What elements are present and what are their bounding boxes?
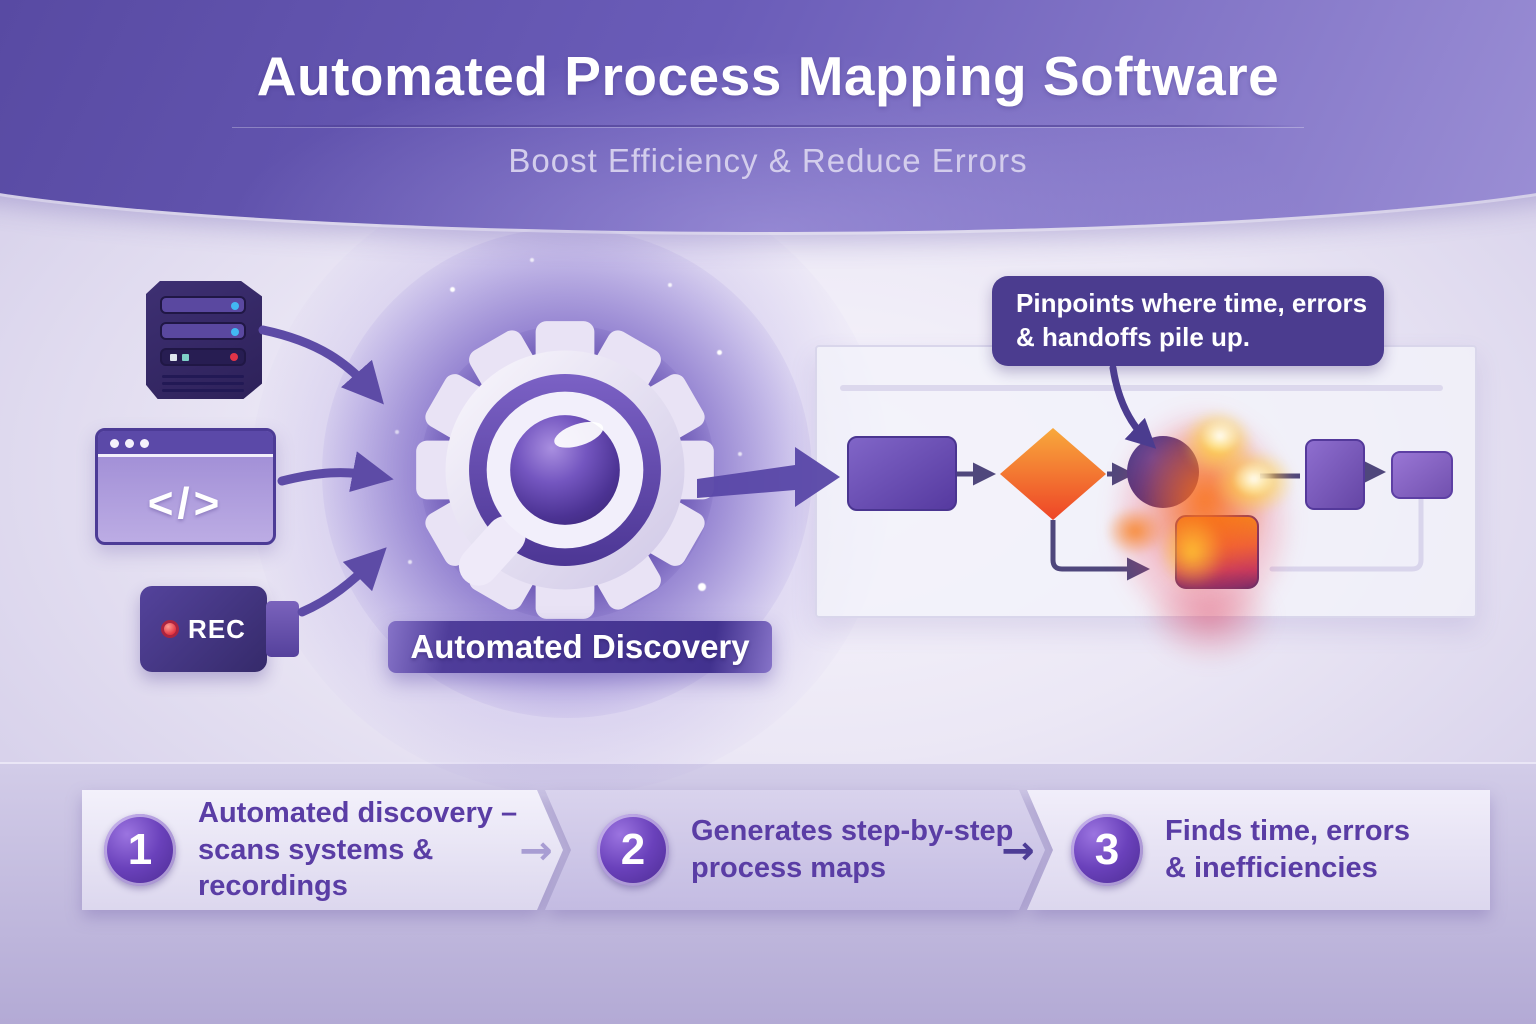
sparkle xyxy=(408,560,412,564)
decision-diamond xyxy=(1000,428,1106,520)
window-dot-1 xyxy=(110,439,119,448)
callout-line-1: Pinpoints where time, errors xyxy=(1016,288,1368,319)
code-window-icon: </> xyxy=(95,428,276,545)
sparkle xyxy=(450,287,455,292)
discovery-label: Automated Discovery xyxy=(410,628,750,665)
server-chip-teal xyxy=(182,354,189,361)
step-3-text: Finds time, errors & inefficiencies xyxy=(1165,815,1410,884)
server-led-red xyxy=(230,353,238,361)
flow-start-box xyxy=(847,436,957,511)
server-icon xyxy=(146,281,262,399)
server-slot-3 xyxy=(160,348,246,366)
gear-to-map-arrow xyxy=(697,447,840,507)
step-segment-1: 1 Automated discovery – scans systems & … xyxy=(82,790,563,910)
window-dot-3 xyxy=(140,439,149,448)
header-divider xyxy=(232,125,1304,127)
recorder-to-gear-arrow xyxy=(297,547,387,617)
sparkle xyxy=(717,350,722,355)
sparkle xyxy=(395,430,399,434)
window-dot-2 xyxy=(125,439,134,448)
callout-line-2: & handoffs pile up. xyxy=(1016,322,1250,352)
recorder-lens xyxy=(266,601,299,657)
feedback-loop-light xyxy=(1269,496,1424,572)
step-arrow-1-icon: → xyxy=(519,828,553,874)
server-chip-white xyxy=(170,354,177,361)
step-1-text: Automated discovery – scans systems & re… xyxy=(198,797,518,903)
steps-bar: 1 Automated discovery – scans systems & … xyxy=(82,790,1490,910)
callout-bubble: Pinpoints where time, errors & handoffs … xyxy=(992,276,1384,366)
connector-diamond-loop xyxy=(1050,520,1150,581)
window-titlebar xyxy=(98,431,273,457)
server-slot-2 xyxy=(160,322,246,340)
step-arrow-2-icon: → xyxy=(1001,828,1035,874)
input-arrows xyxy=(258,325,394,617)
record-dot-icon xyxy=(161,620,180,638)
sparkle xyxy=(668,283,672,287)
step-3-badge: 3 xyxy=(1071,814,1143,886)
step-1-badge: 1 xyxy=(104,814,176,886)
code-glyph: </> xyxy=(147,479,224,528)
discovery-label-banner: Automated Discovery xyxy=(388,621,772,673)
sparkle xyxy=(698,583,706,591)
sparkle xyxy=(530,258,534,262)
server-led-blue-1 xyxy=(231,302,239,310)
server-slot-1 xyxy=(160,296,246,314)
flow-box-5 xyxy=(1391,451,1453,499)
window-to-gear-arrow xyxy=(277,451,394,493)
sparkle xyxy=(738,452,742,456)
header-banner xyxy=(0,0,1536,232)
automated-discovery-gear-icon xyxy=(416,321,714,619)
step-segment-2: 2 Generates step-by-step process maps xyxy=(545,790,1045,910)
step-2-text: Generates step-by-step process maps xyxy=(691,815,1014,884)
rec-label: REC xyxy=(188,613,246,644)
step-2-badge: 2 xyxy=(597,814,669,886)
page-title: Automated Process Mapping Software xyxy=(256,45,1280,107)
page-subtitle: Boost Efficiency & Reduce Errors xyxy=(508,142,1028,179)
server-to-gear-arrow xyxy=(258,325,384,405)
screen-recorder-icon: REC xyxy=(140,586,267,672)
server-led-blue-2 xyxy=(231,328,239,336)
callout-arrow xyxy=(1109,364,1157,449)
step-segment-3: 3 Finds time, errors & inefficiencies xyxy=(1027,790,1490,910)
